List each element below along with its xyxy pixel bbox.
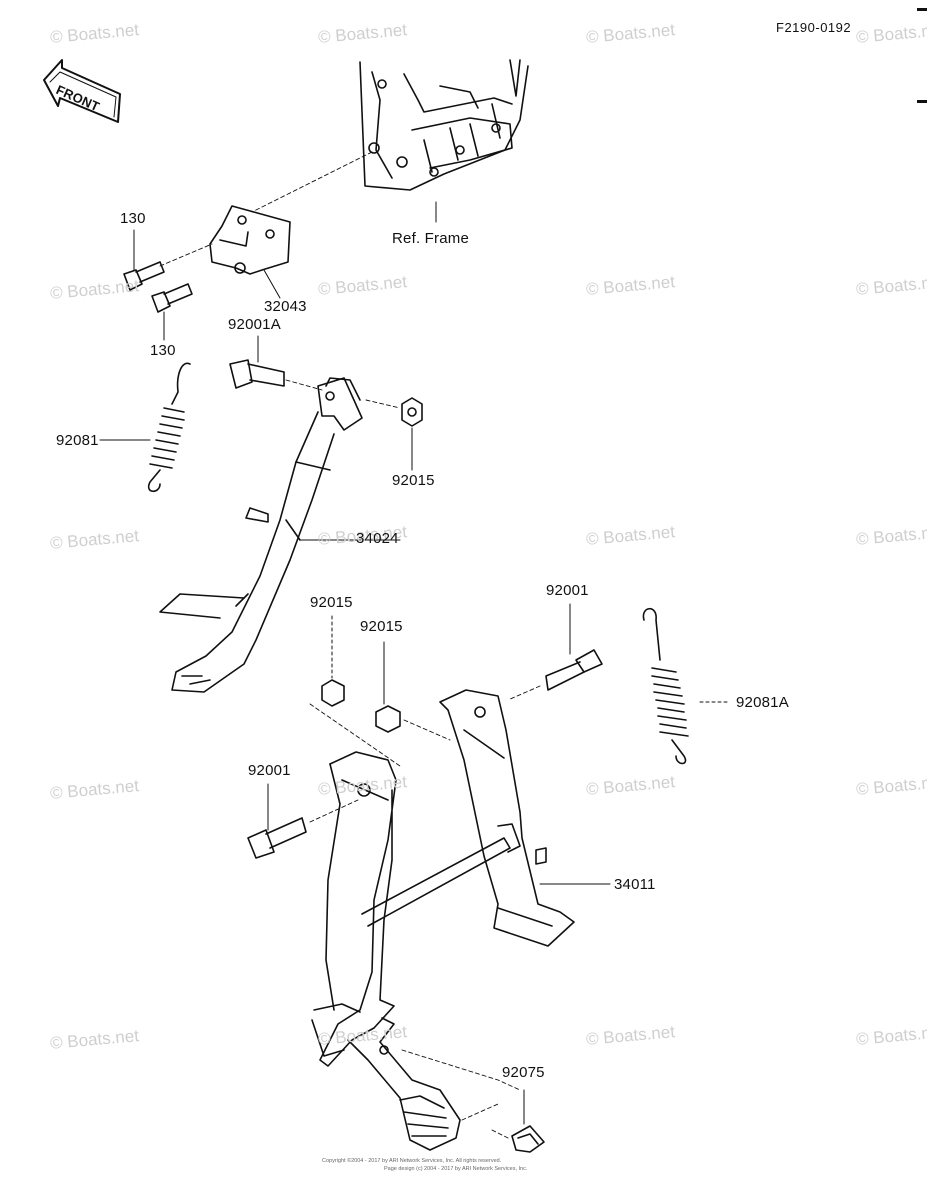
part-label-92001A[interactable]: 92001A [228, 316, 281, 333]
part-label-92015[interactable]: 92015 [392, 472, 435, 489]
pivot-bolt-92001A [229, 335, 323, 391]
part-label-130[interactable]: 130 [120, 210, 146, 227]
part-label-130[interactable]: 130 [150, 342, 176, 359]
spring-92081 [99, 362, 191, 493]
frame-reference [359, 59, 529, 191]
spring-92081A [642, 607, 731, 765]
side-stand-34024 [159, 377, 401, 693]
bolt-130-lower [151, 283, 193, 341]
copyright-line: Page design (c) 2004 - 2017 by ARI Netwo… [384, 1166, 528, 1172]
front-arrow-icon [43, 59, 121, 123]
part-label-32043[interactable]: 32043 [264, 298, 307, 315]
edge-mark [917, 100, 927, 103]
center-stand-34011 [311, 689, 611, 1151]
foot-rubber-92075 [401, 1049, 545, 1153]
bolt-130-upper [123, 229, 213, 291]
nut-92015-left [321, 615, 345, 707]
part-label-92001[interactable]: 92001 [248, 762, 291, 779]
part-label-92075[interactable]: 92075 [502, 1064, 545, 1081]
part-label-92081A[interactable]: 92081A [736, 694, 789, 711]
copyright-line: Copyright ©2004 - 2017 by ARI Network Se… [322, 1158, 502, 1164]
bracket-32043 [209, 205, 291, 299]
nut-92015-top [365, 397, 423, 471]
part-label-34024[interactable]: 34024 [356, 530, 399, 547]
bolt-92001-right [507, 603, 603, 701]
part-label-34011[interactable]: 34011 [614, 876, 656, 893]
part-label-92081[interactable]: 92081 [56, 432, 99, 449]
edge-mark [917, 8, 927, 11]
part-label-92015[interactable]: 92015 [310, 594, 353, 611]
ref-frame-label: Ref. Frame [392, 230, 470, 247]
bolt-92001-left [247, 783, 359, 859]
nut-92015-right [375, 641, 401, 733]
diagram-code: F2190-0192 [776, 20, 852, 35]
part-label-92015[interactable]: 92015 [360, 618, 403, 635]
part-label-92001[interactable]: 92001 [546, 582, 589, 599]
